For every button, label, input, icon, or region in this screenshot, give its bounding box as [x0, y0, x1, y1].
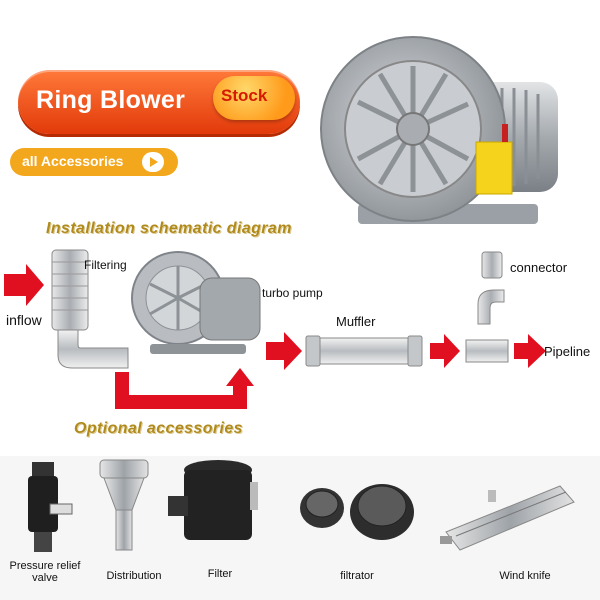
stock-badge — [213, 76, 295, 120]
pressure-relief-valve-image — [28, 462, 73, 552]
muffler-label: Muffler — [336, 314, 376, 329]
turbo-pump-label: turbo pump — [262, 286, 323, 300]
play-arrow-icon[interactable] — [142, 152, 164, 172]
connector-label: connector — [510, 260, 568, 275]
inflow-label: inflow — [6, 312, 42, 328]
ring-blower-product-image — [320, 36, 558, 224]
accessory-label-wind-knife: Wind knife — [499, 570, 551, 582]
flow-arrow-1 — [266, 332, 302, 370]
distribution-image — [99, 459, 149, 551]
filtering-label: Filtering — [84, 258, 127, 272]
inflow-arrow — [4, 264, 44, 306]
flow-arrow-2 — [430, 334, 460, 368]
accessory-label-filtrator: filtrator — [340, 570, 374, 582]
accessory-label-filter: Filter — [207, 568, 233, 580]
all-accessories-label: all Accessories — [22, 153, 124, 169]
installation-section-title: Installation schematic diagram — [46, 220, 292, 237]
accessory-label-pressure-relief-valve: Pressure relief valve — [9, 560, 81, 584]
pipeline-label: Pipeline — [544, 344, 591, 359]
stock-badge-label: Stock — [221, 86, 268, 105]
flow-arrow-3 — [514, 334, 546, 368]
filter-image — [168, 460, 258, 540]
optional-section-title: Optional accessories — [74, 420, 243, 437]
product-title: Ring Blower — [36, 86, 186, 114]
accessories-images — [28, 459, 575, 552]
accessory-label-distribution: Distribution — [106, 570, 162, 582]
filtrator-image — [300, 484, 414, 540]
installation-schematic — [4, 249, 546, 409]
wind-knife-image — [440, 485, 575, 551]
